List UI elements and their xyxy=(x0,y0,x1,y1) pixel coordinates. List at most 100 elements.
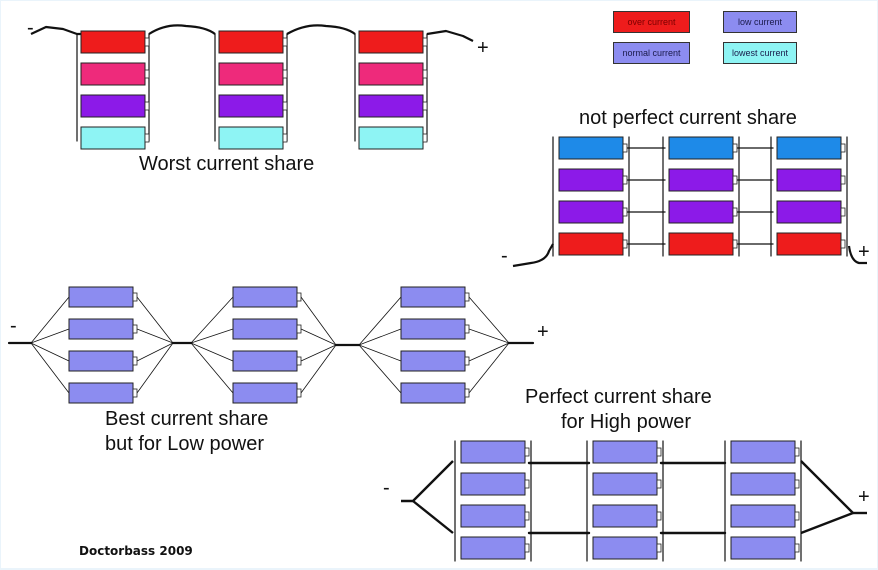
battery-terminal xyxy=(656,543,662,553)
perfect-wire-in-top xyxy=(401,460,454,503)
legend-over-current: over current xyxy=(613,11,690,33)
battery-terminal xyxy=(464,388,470,398)
battery-cell xyxy=(460,472,526,496)
battery-terminal xyxy=(144,69,150,79)
legend-normal-current: normal current xyxy=(613,42,690,64)
legend-lowest-current: lowest current xyxy=(723,42,797,64)
battery-terminal xyxy=(524,543,530,553)
battery-cell xyxy=(558,232,624,256)
battery-cell xyxy=(68,350,134,372)
battery-terminal xyxy=(282,133,288,143)
fan-wire xyxy=(190,342,234,362)
battery-terminal xyxy=(296,356,302,366)
battery-terminal xyxy=(132,324,138,334)
battery-terminal xyxy=(422,69,428,79)
battery-cell xyxy=(730,504,796,528)
fan-wire xyxy=(136,342,174,362)
battery-terminal xyxy=(732,239,738,249)
battery-terminal xyxy=(524,511,530,521)
fan-wire xyxy=(468,342,510,362)
battery-cell xyxy=(68,382,134,404)
battery-terminal xyxy=(144,101,150,111)
battery-cell xyxy=(358,94,424,118)
fan-wire xyxy=(190,296,234,344)
battery-cell xyxy=(68,286,134,308)
battery-terminal xyxy=(840,239,846,249)
battery-terminal xyxy=(144,37,150,47)
battery-terminal xyxy=(622,143,628,153)
battery-cell xyxy=(592,504,658,528)
not-perfect-title: not perfect current share xyxy=(579,107,797,129)
worst-title: Worst current share xyxy=(139,153,315,175)
battery-cell xyxy=(358,30,424,54)
battery-cell xyxy=(558,200,624,224)
battery-cell xyxy=(218,126,284,150)
battery-terminal xyxy=(296,388,302,398)
best-plus-sign: + xyxy=(537,321,549,343)
battery-cell xyxy=(80,62,146,86)
battery-terminal xyxy=(464,356,470,366)
battery-cell xyxy=(592,472,658,496)
battery-cell xyxy=(592,536,658,560)
worst-wire-link xyxy=(148,24,216,35)
battery-terminal xyxy=(296,292,302,302)
battery-terminal xyxy=(144,133,150,143)
battery-cell xyxy=(358,62,424,86)
fan-wire xyxy=(358,328,402,346)
battery-cell xyxy=(80,30,146,54)
fan-wire xyxy=(190,342,234,394)
battery-cell xyxy=(460,504,526,528)
worst-wire-out xyxy=(426,29,474,42)
battery-cell xyxy=(218,30,284,54)
fan-wire xyxy=(300,328,337,346)
fan-wire xyxy=(358,296,402,346)
fan-wire xyxy=(30,342,70,394)
fan-wire xyxy=(30,296,70,344)
battery-cell xyxy=(460,536,526,560)
battery-cell xyxy=(776,200,842,224)
battery-terminal xyxy=(840,143,846,153)
battery-cell xyxy=(592,440,658,464)
battery-cell xyxy=(668,232,734,256)
battery-terminal xyxy=(622,207,628,217)
battery-cell xyxy=(232,286,298,308)
battery-cell xyxy=(730,472,796,496)
perfect-title-line1: Perfect current share xyxy=(525,386,712,408)
battery-terminal xyxy=(282,101,288,111)
battery-terminal xyxy=(422,37,428,47)
battery-terminal xyxy=(132,356,138,366)
best-title-line1: Best current share xyxy=(105,408,269,430)
battery-terminal xyxy=(464,292,470,302)
battery-terminal xyxy=(840,175,846,185)
battery-cell xyxy=(232,318,298,340)
battery-cell xyxy=(80,94,146,118)
battery-cell xyxy=(730,440,796,464)
battery-cell xyxy=(232,382,298,404)
battery-cell xyxy=(730,536,796,560)
fan-wire xyxy=(358,344,402,362)
battery-terminal xyxy=(840,207,846,217)
fan-wire xyxy=(468,342,510,394)
fan-wire xyxy=(300,296,337,346)
battery-cell xyxy=(558,136,624,160)
perfect-minus-sign: - xyxy=(383,477,390,499)
worst-wire-link xyxy=(286,24,356,35)
perfect-wire-in-bottom xyxy=(412,500,454,534)
battery-cell xyxy=(400,350,466,372)
battery-cell xyxy=(668,200,734,224)
battery-cell xyxy=(776,232,842,256)
battery-terminal xyxy=(464,324,470,334)
battery-terminal xyxy=(732,207,738,217)
battery-cell xyxy=(358,126,424,150)
fan-wire xyxy=(136,328,174,344)
battery-terminal xyxy=(282,37,288,47)
battery-terminal xyxy=(282,69,288,79)
battery-cell xyxy=(400,286,466,308)
best-minus-sign: - xyxy=(10,315,17,337)
battery-cell xyxy=(558,168,624,192)
not-perfect-plus-sign: + xyxy=(858,241,870,263)
fan-wire xyxy=(136,342,174,394)
battery-cell xyxy=(218,94,284,118)
perfect-title-line2: for High power xyxy=(561,411,692,433)
